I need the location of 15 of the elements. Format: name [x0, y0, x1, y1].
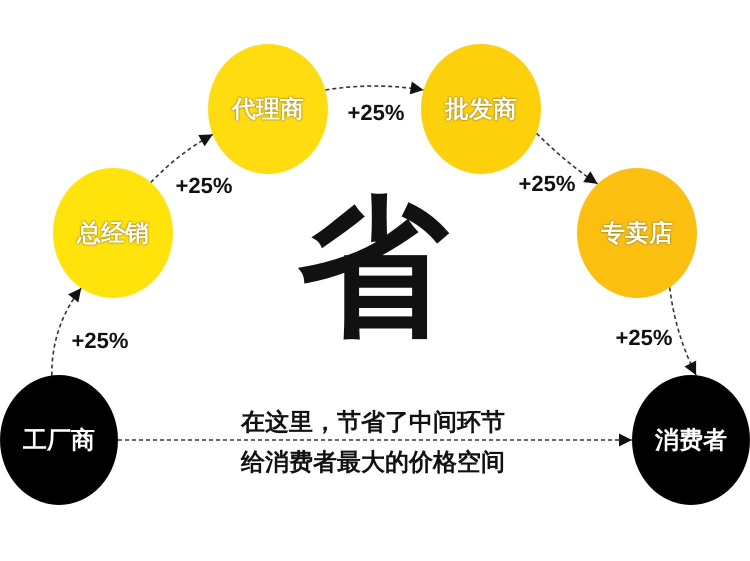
circle-node: 专卖店 [577, 168, 697, 298]
dashed-arrow [536, 132, 598, 185]
circle-node: 批发商 [421, 44, 541, 174]
headline-character: 省 [298, 193, 448, 343]
dashed-arrow [118, 434, 632, 446]
caption-text: 给消费者最大的价格空间 [241, 450, 505, 474]
circle-node: 消费者 [632, 375, 750, 505]
circle-node: 总经销 [53, 168, 173, 298]
caption-text: 在这里，节省了中间环节 [241, 410, 505, 434]
dashed-arrow [51, 288, 82, 376]
dashed-arrow [150, 134, 214, 184]
dashed-arrow [668, 287, 697, 376]
circle-node: 代理商 [208, 44, 328, 174]
dashed-arrow [325, 82, 424, 94]
circle-node: 工厂商 [0, 375, 118, 505]
